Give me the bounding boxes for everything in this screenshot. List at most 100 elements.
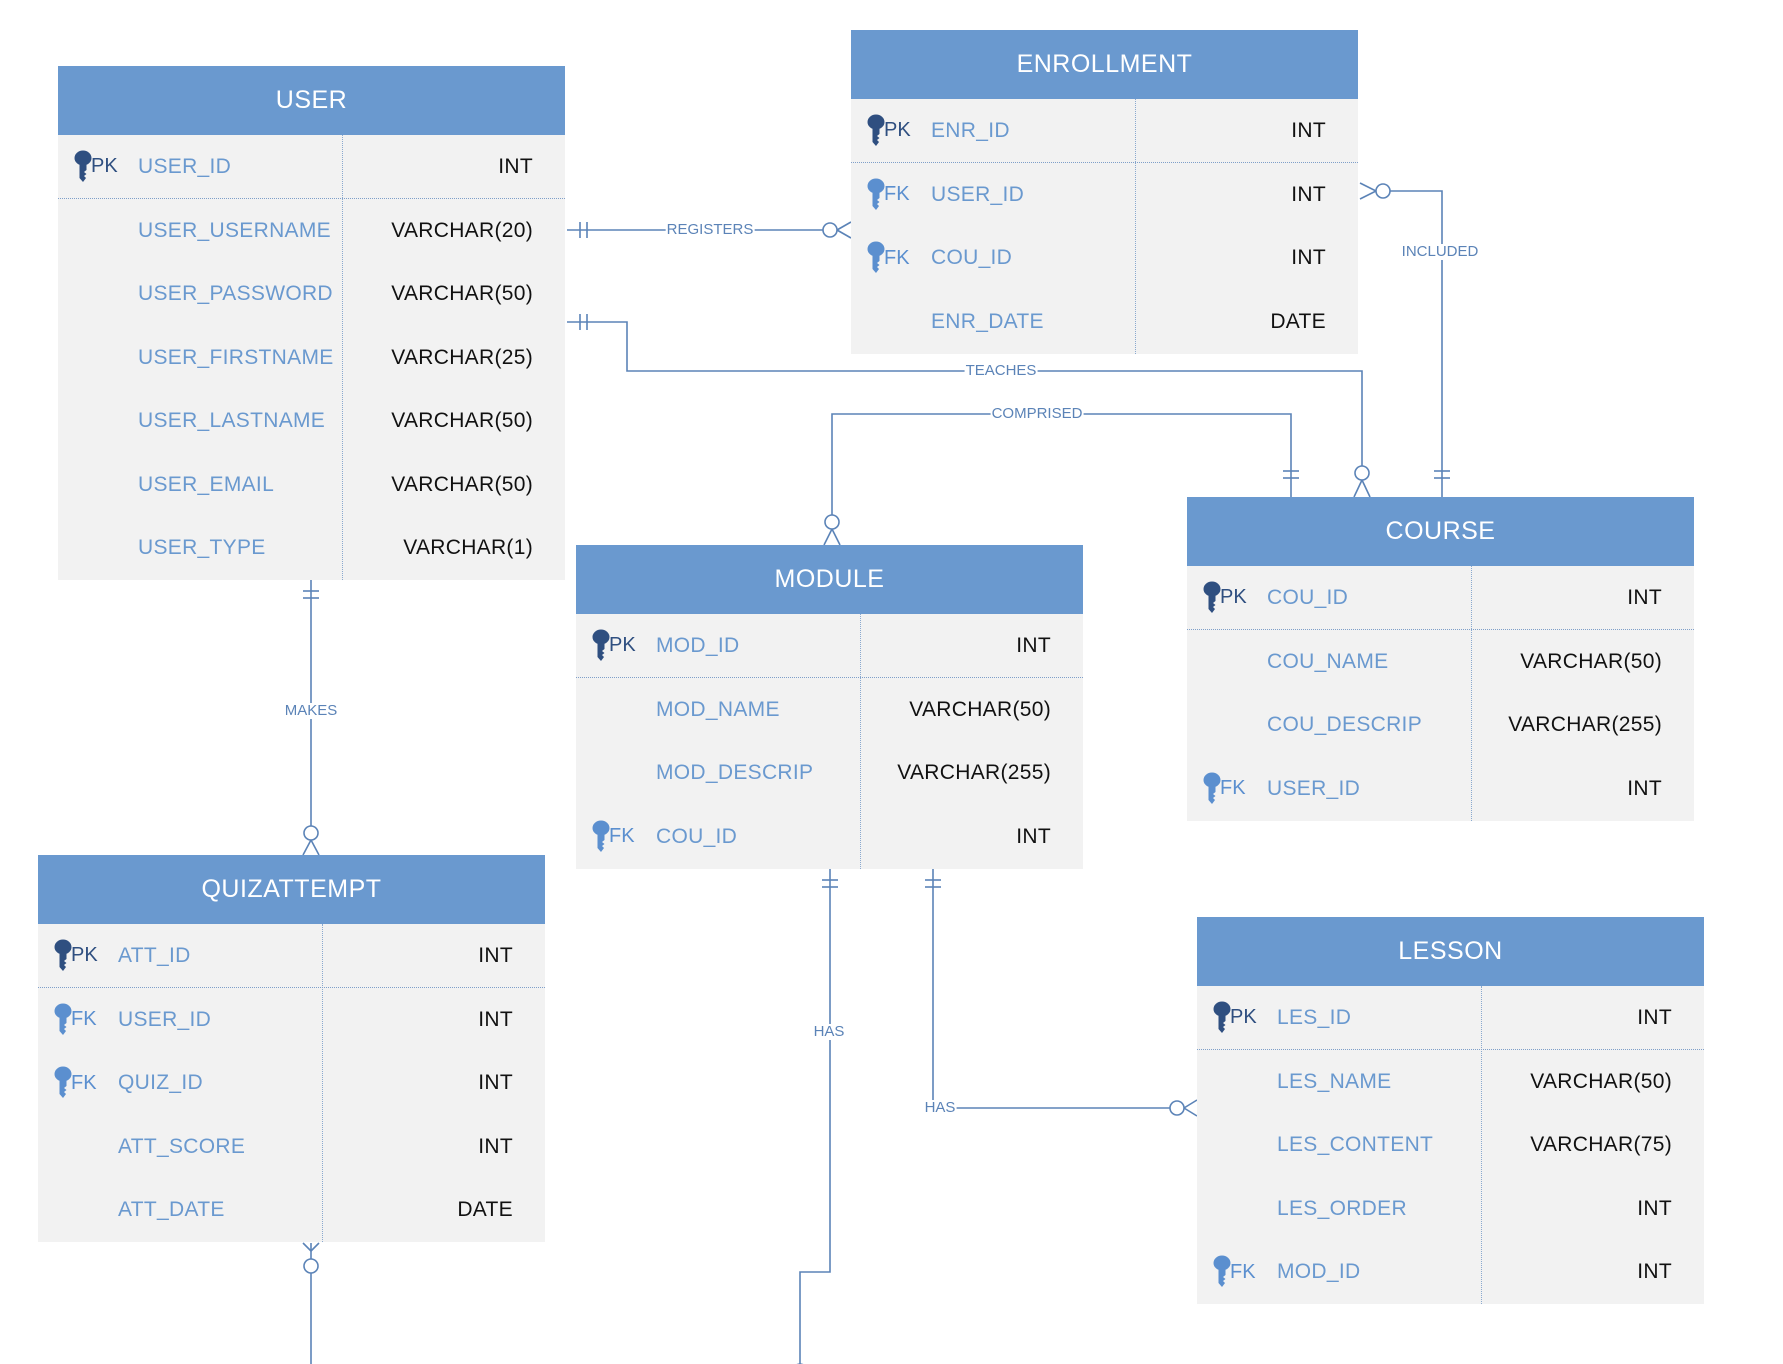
primary-key-icon — [54, 939, 72, 971]
foreign-key-label: FK — [1230, 1260, 1256, 1283]
key-cell: FK — [38, 1003, 98, 1037]
attribute-type: INT — [498, 154, 533, 178]
crow-foot — [836, 229, 852, 239]
key-cell: PK — [38, 939, 98, 973]
attribute-name: ENR_DATE — [931, 309, 1044, 333]
attribute-type: INT — [478, 1007, 513, 1031]
attribute-type: INT — [1637, 1196, 1672, 1220]
attribute-type: INT — [1627, 776, 1662, 800]
attribute-name: MOD_ID — [1277, 1260, 1361, 1284]
attribute-row[interactable]: FK USER_ID INT — [1187, 757, 1694, 821]
primary-key-label: PK — [884, 119, 911, 141]
makes-optional-marker — [303, 825, 319, 841]
attribute-type: INT — [478, 1134, 513, 1158]
key-cell: FK — [851, 241, 911, 275]
attribute-name: USER_ID — [138, 154, 232, 178]
attribute-name: MOD_ID — [656, 633, 740, 657]
crow-foot — [1353, 479, 1363, 498]
attribute-name: COU_NAME — [1267, 649, 1389, 673]
entity-title: LESSON — [1197, 917, 1704, 986]
has-lesson-path — [932, 868, 1170, 1109]
attribute-type: INT — [1291, 118, 1326, 142]
entity-title: USER — [58, 66, 565, 135]
crow-foot — [310, 1242, 320, 1252]
foreign-key-label: FK — [71, 1071, 97, 1094]
primary-key-label: PK — [1220, 586, 1247, 608]
attribute-name: MOD_NAME — [656, 697, 780, 721]
attribute-type: INT — [478, 943, 513, 967]
foreign-key-label: FK — [71, 1008, 97, 1031]
foreign-key-icon — [867, 241, 885, 274]
has-lesson-optional-marker — [1169, 1100, 1185, 1116]
attribute-type: VARCHAR(25) — [391, 345, 533, 369]
key-cell: PK — [58, 150, 118, 184]
crow-foot — [1359, 190, 1377, 200]
attribute-type: VARCHAR(255) — [1508, 713, 1662, 737]
attribute-name: USER_TYPE — [138, 536, 266, 560]
column-divider — [1481, 986, 1482, 1304]
attribute-row[interactable]: COU_NAME VARCHAR(50) — [1187, 630, 1694, 694]
rel-label-included: INCLUDED — [1400, 243, 1480, 260]
key-cell: FK — [1187, 772, 1247, 806]
attribute-name: USER_USERNAME — [138, 218, 331, 242]
attribute-name: LES_ID — [1277, 1005, 1352, 1029]
foreign-key-icon — [54, 1003, 72, 1035]
foreign-key-label: FK — [884, 246, 910, 269]
attribute-name: USER_ID — [1267, 776, 1361, 800]
attribute-row[interactable]: ATT_SCORE INT — [38, 1115, 545, 1179]
attribute-row[interactable]: USER_PASSWORD VARCHAR(50) — [58, 263, 565, 327]
key-cell: FK — [851, 178, 911, 212]
column-divider — [860, 614, 861, 869]
key-cell: FK — [576, 820, 636, 854]
teaches-path — [567, 321, 1363, 466]
attribute-name: MOD_DESCRIP — [656, 761, 814, 785]
attribute-type: VARCHAR(50) — [391, 472, 533, 496]
attribute-name: USER_PASSWORD — [138, 282, 333, 306]
rel-label-has-module: HAS — [812, 1023, 846, 1040]
attribute-name: USER_LASTNAME — [138, 409, 326, 433]
attribute-name: ATT_SCORE — [118, 1134, 246, 1158]
column-divider — [342, 135, 343, 580]
attribute-row[interactable]: PK USER_ID INT — [58, 135, 565, 199]
attribute-type: VARCHAR(50) — [1520, 649, 1662, 673]
key-cell: FK — [1197, 1255, 1257, 1289]
rel-label-makes: MAKES — [283, 702, 339, 719]
attribute-type: INT — [1291, 246, 1326, 270]
attribute-type: VARCHAR(50) — [391, 282, 533, 306]
